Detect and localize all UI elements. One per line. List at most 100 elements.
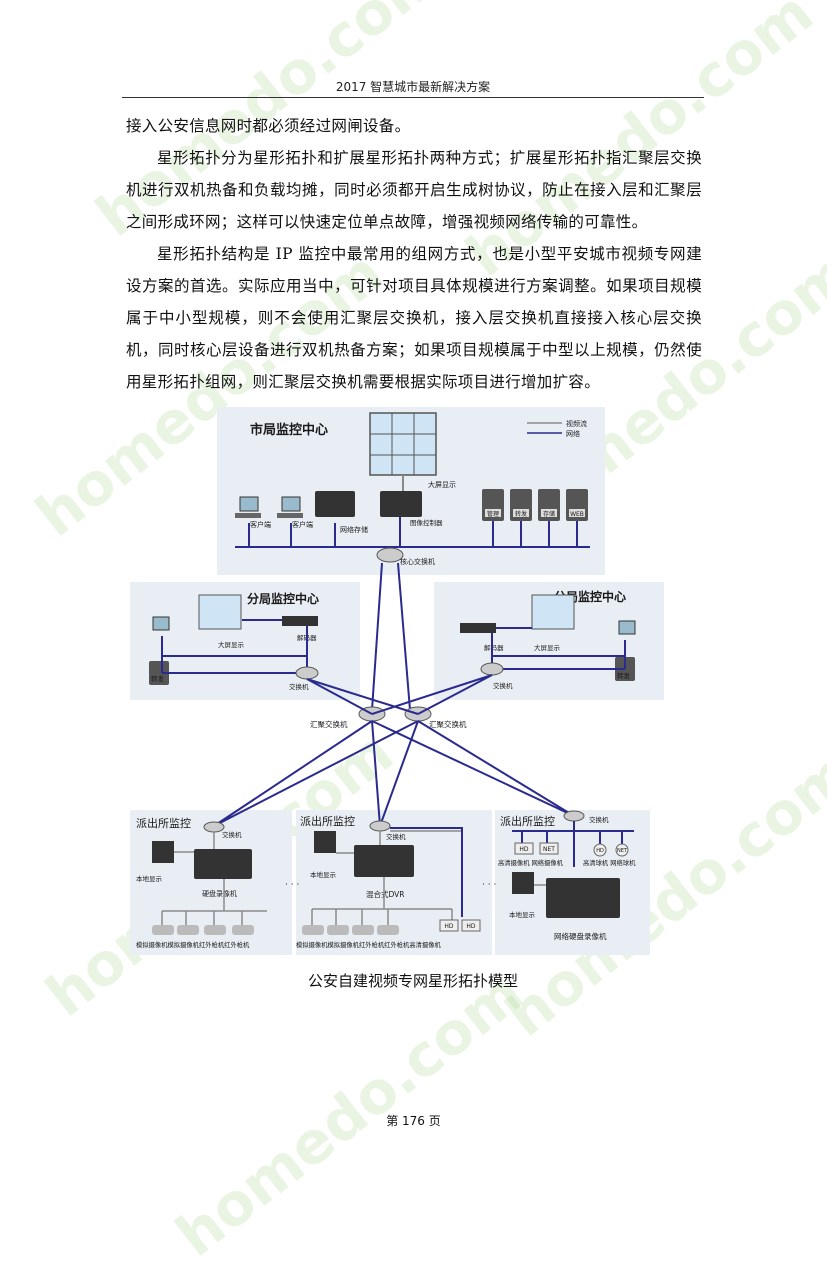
paragraph: 星形拓扑分为星形拓扑和扩展星形拓扑两种方式；扩展星形拓扑指汇聚层交换机进行双机热…	[126, 149, 702, 231]
camera-icon	[152, 925, 254, 935]
dome-labels: 高清球机 网络球机	[583, 858, 636, 867]
branch-right-links	[491, 627, 626, 670]
paragraph: 接入公安信息网时都必须经过网闸设备。	[126, 117, 411, 135]
station2-network-line	[390, 827, 463, 917]
server-icon	[149, 661, 169, 685]
page-number: 第 176 页	[386, 1114, 441, 1128]
forward-label: 转发	[151, 674, 165, 683]
camera-labels: 模拟摄像机模拟摄像机红外枪机红外枪机	[136, 940, 250, 949]
agg-switch-label: 汇聚交换机	[429, 719, 467, 729]
station3-links	[512, 821, 634, 867]
server-label: 存储	[543, 510, 555, 518]
local-display-label: 本地显示	[136, 874, 163, 883]
hd-label: HD	[596, 848, 604, 854]
nvr-icon	[546, 878, 620, 918]
station-title: 派出所监控	[300, 814, 355, 828]
station-title: 派出所监控	[500, 814, 555, 828]
client-computer-icon	[235, 496, 261, 518]
branch-left-links	[161, 619, 308, 674]
station-switch-label: 交换机	[222, 830, 242, 839]
server-label: 管理	[487, 510, 499, 518]
legend-network-label: 网络	[566, 429, 580, 438]
monitor-icon	[314, 831, 336, 853]
switch-icon	[369, 820, 391, 832]
server-icon	[482, 489, 504, 521]
computer-icon	[618, 620, 636, 635]
aggregation-uplinks	[306, 674, 493, 715]
page-header: 2017 智慧城市最新解决方案	[335, 80, 491, 94]
switch-icon	[563, 810, 585, 822]
net-label: NET	[617, 848, 628, 854]
hd-label: HD	[466, 923, 476, 930]
switch-icon	[203, 821, 225, 833]
image-controller-label: 图像控制器	[410, 518, 443, 527]
station-title: 派出所监控	[136, 816, 191, 830]
branch-switch-label: 交换机	[289, 682, 309, 691]
storage-label: 网络存储	[340, 525, 368, 534]
decoder-icon	[282, 616, 318, 626]
network-storage-icon	[315, 491, 355, 517]
agg-switch-label: 汇聚交换机	[310, 719, 348, 729]
recorder-label: 网络硬盘录像机	[554, 931, 607, 941]
net-camera-icon	[539, 842, 559, 855]
hd-label: HD	[519, 846, 529, 853]
switch-icon	[295, 666, 319, 680]
paragraph: 星形拓扑结构是 IP 监控中最常用的组网方式，也是小型平安城市视频专网建设方案的…	[126, 245, 702, 391]
monitor-icon	[152, 841, 174, 863]
header-rule	[122, 97, 704, 98]
decoder-label: 解码器	[484, 643, 504, 652]
station-switch-label: 交换机	[589, 815, 609, 824]
city-bus-line	[235, 517, 590, 553]
server-icon	[566, 489, 588, 521]
server-label: 转发	[515, 510, 527, 518]
core-uplink	[371, 562, 411, 711]
topology-figure: 视频流 网络 市局监控中心 大屏显示 图像控制器 客户端 客户端 网络存储 管理…	[122, 405, 704, 965]
city-center-title: 市局监控中心	[250, 422, 328, 438]
dome-camera-icon	[593, 843, 629, 857]
hd-camera-icon	[514, 842, 534, 855]
monitor-icon	[512, 872, 534, 894]
aggregation-downlinks	[213, 720, 575, 827]
dvr-icon	[194, 849, 252, 879]
station1-links	[161, 832, 267, 925]
hd-camera-icon	[439, 919, 481, 932]
core-switch-label: 核心交换机	[400, 557, 435, 566]
net-label: NET	[543, 846, 555, 853]
legend-video-label: 视频流	[566, 419, 587, 428]
camera-labels: 模拟摄像机模拟摄像机红外枪机红外枪机高清摄像机	[296, 940, 442, 949]
ellipsis: · · ·	[482, 880, 496, 890]
ellipsis: · · ·	[285, 880, 299, 890]
video-wall-icon	[369, 412, 437, 476]
client-label: 客户端	[292, 520, 313, 529]
big-screen-label: 大屏显示	[428, 480, 456, 489]
camera-icon	[302, 925, 399, 935]
client-computer-icon	[277, 496, 303, 518]
local-display-label: 本地显示	[310, 870, 337, 879]
forward-label: 转发	[617, 671, 631, 680]
computer-icon	[152, 616, 170, 631]
recorder-label: 混合式DVR	[366, 889, 405, 899]
video-wall-icon	[531, 594, 575, 630]
recorder-label: 硬盘录像机	[202, 889, 237, 898]
branch-big-screen-label: 大屏显示	[218, 640, 245, 649]
decoder-icon	[460, 623, 496, 633]
server-icon	[510, 489, 532, 521]
hybrid-dvr-icon	[354, 845, 414, 877]
hd-label: HD	[444, 923, 454, 930]
client-label: 客户端	[250, 520, 271, 529]
switch-icon	[480, 662, 504, 676]
branch-big-screen-label: 大屏显示	[534, 643, 561, 652]
video-wall-icon	[198, 594, 242, 630]
core-switch-icon	[376, 547, 404, 563]
branch-left-title: 分局监控中心	[247, 591, 319, 606]
branch-switch-label: 交换机	[493, 681, 513, 690]
figure-caption: 公安自建视频专网星形拓扑模型	[307, 972, 518, 990]
image-controller-icon	[380, 491, 422, 517]
station-switch-label: 交换机	[386, 832, 406, 841]
body-text: 接入公安信息网时都必须经过网闸设备。 星形拓扑分为星形拓扑和扩展星形拓扑两种方式…	[126, 110, 702, 398]
server-icon	[538, 489, 560, 521]
server-label: WEB	[570, 511, 584, 518]
camera-labels: 高清摄像机 网络摄像机	[498, 858, 564, 867]
topology-diagram: 视频流 网络 市局监控中心 大屏显示 图像控制器 客户端 客户端 网络存储 管理…	[130, 407, 664, 955]
local-display-label: 本地显示	[509, 910, 536, 919]
